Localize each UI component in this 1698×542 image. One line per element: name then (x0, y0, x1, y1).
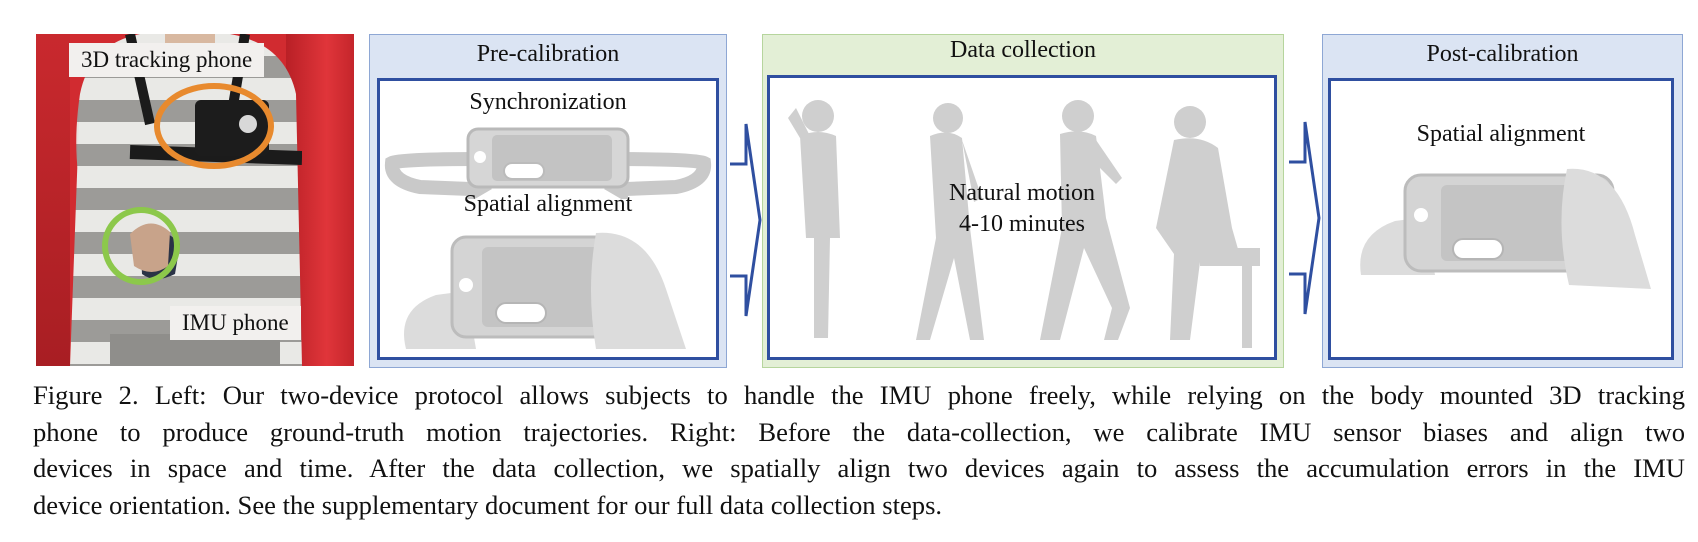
post-calibration-block: Post-calibration Spatial alignment (1322, 34, 1683, 368)
highlight-rings (102, 83, 274, 285)
duration-label: 4-10 minutes (959, 211, 1085, 237)
synchronization-label: Synchronization (469, 89, 627, 115)
walking-person-silhouette (916, 103, 984, 340)
subject-person (70, 34, 302, 366)
photo-backdrop (36, 34, 70, 366)
pre-calibration-title: Pre-calibration (476, 41, 620, 67)
post-calibration-frame: Spatial alignment (1328, 78, 1674, 360)
sync-illustration (384, 127, 712, 199)
natural-motion-label: Natural motion (949, 180, 1095, 206)
rotate-left-arrow (384, 152, 481, 196)
spatial-alignment-label: Spatial alignment (463, 191, 633, 217)
spatial-alignment-label: Spatial alignment (1416, 121, 1586, 147)
caption-line-3: devices in space and time. After the dat… (33, 453, 1685, 483)
hands-phone-illustration (404, 232, 686, 349)
data-collection-title: Data collection (950, 37, 1096, 63)
tracking-phone-label: 3D tracking phone (69, 43, 265, 77)
data-collection-block: Data collection (762, 34, 1284, 368)
caption-line-2: phone to produce ground-truth motion tra… (33, 416, 1685, 447)
subject-photo: 3D tracking phone IMU phone (36, 34, 354, 366)
motion-silhouettes (788, 100, 1260, 348)
data-collection-frame: Natural motion 4-10 minutes (767, 75, 1277, 360)
standing-person-silhouette (788, 100, 840, 338)
hands-phone-illustration (1360, 168, 1651, 289)
caption-line-1: Figure 2. Left: Our two-device protocol … (33, 380, 1685, 410)
imu-phone-ring (102, 207, 180, 285)
flow-arrow-2 (1289, 121, 1321, 315)
walking-texting-silhouette (1040, 100, 1130, 340)
tracking-phone-ring (154, 83, 274, 169)
imu-phone-label: IMU phone (170, 306, 301, 340)
post-calibration-title: Post-calibration (1426, 41, 1579, 67)
flow-arrow-1 (730, 123, 762, 317)
sitting-person-silhouette (1156, 106, 1260, 348)
rotate-right-arrow (615, 152, 712, 196)
figure-caption: Figure 2. Left: Our two-device protocol … (33, 377, 1685, 523)
pre-calibration-block: Pre-calibration Synchronization Spatial … (369, 34, 727, 368)
pre-calibration-frame: Synchronization Spatial alignment (377, 78, 719, 360)
caption-line-4: device orientation. See the supplementar… (33, 489, 943, 520)
